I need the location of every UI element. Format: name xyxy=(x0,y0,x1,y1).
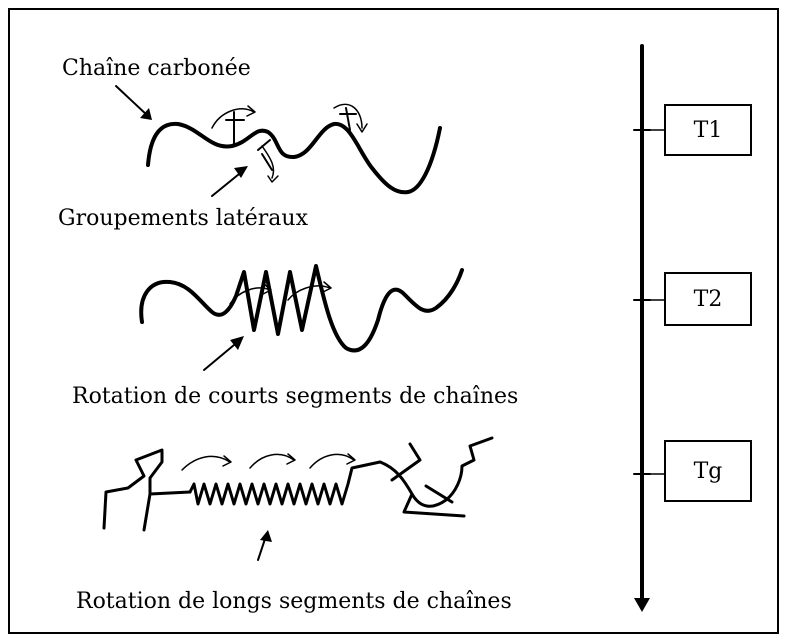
side-group-2-arrowhead xyxy=(267,175,279,183)
chain-stage3-coil xyxy=(188,460,382,506)
long-rotation-arrow-3 xyxy=(309,453,355,469)
segment-rotation-arrow-2 xyxy=(287,285,331,301)
long-rotation-arrowhead-2 xyxy=(286,453,296,465)
long-rotation-arrowhead-1 xyxy=(222,455,232,467)
arrowhead-side-groups xyxy=(234,166,248,178)
label-side-groups: Groupements latéraux xyxy=(58,206,309,231)
long-rotation-arrow-2 xyxy=(249,453,295,469)
label-short-segments: Rotation de courts segments de chaînes xyxy=(72,384,519,409)
chain-stage3-right xyxy=(378,436,494,518)
axis-arrowhead xyxy=(634,598,650,612)
figure-frame xyxy=(8,8,779,634)
arrowhead-long-segments xyxy=(260,530,272,542)
segment-rotation-arrowhead-1 xyxy=(262,283,272,295)
pointer-carbon-chain xyxy=(115,85,149,117)
chain-stage3-left xyxy=(102,448,192,532)
long-rotation-arrow-1 xyxy=(181,455,231,471)
side-group-3-rotation xyxy=(333,103,363,129)
long-rotation-arrowhead-3 xyxy=(346,453,356,465)
segment-rotation-arrow-1 xyxy=(229,287,271,305)
side-group-1-arrowhead xyxy=(246,105,256,117)
chain-stage1 xyxy=(146,121,442,195)
side-group-2 xyxy=(257,139,273,171)
label-long-segments: Rotation de longs segments de chaînes xyxy=(76,589,512,614)
label-carbon-chain: Chaîne carbonée xyxy=(62,56,251,81)
arrowhead-carbon-chain xyxy=(140,108,152,120)
side-group-3 xyxy=(339,107,357,131)
segment-rotation-arrowhead-2 xyxy=(322,281,332,293)
temperature-box-t1: T1 xyxy=(664,104,752,156)
temperature-box-tg: Tg xyxy=(664,440,752,502)
arrowhead-short-segments xyxy=(230,336,244,350)
chain-stage2 xyxy=(139,264,464,353)
side-group-1 xyxy=(225,111,245,147)
side-group-1-rotation xyxy=(211,108,255,129)
side-group-3-arrowhead xyxy=(356,123,368,133)
side-group-2-rotation xyxy=(261,145,275,179)
temperature-box-t2: T2 xyxy=(664,272,752,326)
